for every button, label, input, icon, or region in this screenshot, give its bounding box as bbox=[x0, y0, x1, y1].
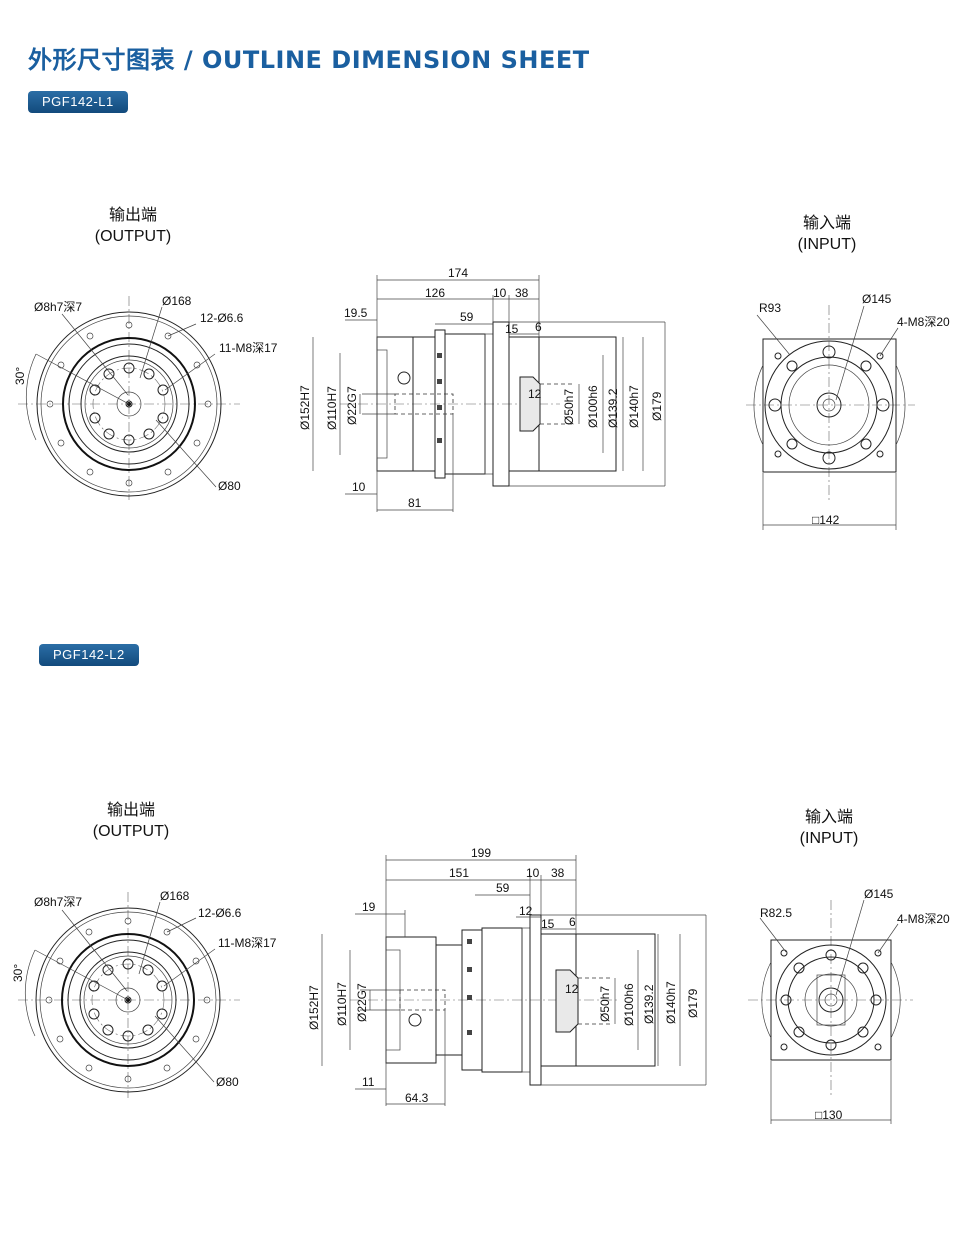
output-label-cn: 输出端 bbox=[106, 802, 155, 819]
model-badge-l1: PGF142-L1 bbox=[28, 91, 128, 113]
input-label-cn: 输入端 bbox=[804, 809, 853, 826]
dim-10b: 10 bbox=[352, 480, 366, 494]
input-label-en: (INPUT) bbox=[799, 830, 859, 847]
dim-12: 12 bbox=[528, 387, 542, 401]
input-view: R93 Ø145 4-M8深20 □142 bbox=[746, 292, 950, 530]
dim-10: 10 bbox=[526, 866, 540, 880]
dim-126: 126 bbox=[425, 286, 445, 300]
dim-10: 10 bbox=[493, 286, 507, 300]
output-label-cn: 输出端 bbox=[108, 207, 157, 224]
dim-holes: 12-Ø6.6 bbox=[200, 311, 244, 325]
dim-total: 174 bbox=[448, 266, 468, 280]
dim-inner: Ø80 bbox=[216, 1075, 239, 1089]
output-front-view: Ø8h7深7 Ø168 12-Ø6.6 11-M8深17 Ø80 30° bbox=[13, 294, 278, 500]
dim-195: 19.5 bbox=[344, 306, 368, 320]
dim-d152: Ø152H7 bbox=[307, 985, 321, 1030]
output-label-l1: 输出端 (OUTPUT) bbox=[78, 205, 188, 247]
input-label-l1: 输入端 (INPUT) bbox=[772, 213, 882, 255]
dim-d179: Ø179 bbox=[686, 988, 700, 1018]
output-label-en: (OUTPUT) bbox=[94, 228, 172, 245]
dim-d50: Ø50h7 bbox=[598, 986, 612, 1022]
input-label-cn: 输入端 bbox=[802, 215, 851, 232]
input-view: R82.5 Ø145 4-M8深20 □130 bbox=[748, 887, 950, 1124]
dim-643: 64.3 bbox=[405, 1091, 429, 1105]
dim-38: 38 bbox=[515, 286, 529, 300]
dim-151: 151 bbox=[449, 866, 469, 880]
dim-d139: Ø139.2 bbox=[642, 984, 656, 1024]
dim-d100: Ø100h6 bbox=[622, 983, 636, 1026]
dim-inner: Ø80 bbox=[218, 479, 241, 493]
dim-square: □130 bbox=[815, 1108, 843, 1122]
dim-59: 59 bbox=[460, 310, 474, 324]
dim-pin: Ø8h7深7 bbox=[34, 895, 82, 909]
dim-pcd: Ø145 bbox=[862, 292, 892, 306]
dim-d22: Ø22G7 bbox=[345, 386, 359, 425]
dim-d50: Ø50h7 bbox=[562, 389, 576, 425]
output-label-en: (OUTPUT) bbox=[92, 823, 170, 840]
dim-radius: R93 bbox=[759, 301, 781, 315]
dim-11: 11 bbox=[362, 1075, 375, 1089]
dim-19: 19 bbox=[362, 900, 376, 914]
dim-12-top: 12 bbox=[519, 904, 533, 918]
dim-pcd: Ø145 bbox=[864, 887, 894, 901]
dim-6: 6 bbox=[535, 320, 542, 334]
dim-38: 38 bbox=[551, 866, 565, 880]
model-badge-l2: PGF142-L2 bbox=[39, 644, 139, 666]
side-view: 174 126 10 38 19.5 59 15 6 12 10 81 Ø152… bbox=[298, 266, 666, 512]
dim-total: 199 bbox=[471, 846, 491, 860]
dim-pcd: Ø168 bbox=[162, 294, 192, 308]
dim-d110: Ø110H7 bbox=[335, 982, 349, 1026]
dim-d22: Ø22G7 bbox=[355, 983, 369, 1022]
dim-81: 81 bbox=[408, 496, 422, 510]
dim-59: 59 bbox=[496, 881, 510, 895]
dim-tap: 11-M8深17 bbox=[219, 341, 278, 355]
dim-d140: Ø140h7 bbox=[627, 385, 641, 428]
dim-holes: 12-Ø6.6 bbox=[198, 906, 242, 920]
dim-angle: 30° bbox=[11, 964, 25, 982]
input-label-l2: 输入端 (INPUT) bbox=[774, 807, 884, 849]
output-label-l2: 输出端 (OUTPUT) bbox=[76, 800, 186, 842]
dim-tap: 4-M8深20 bbox=[897, 315, 950, 329]
dim-square: □142 bbox=[812, 513, 840, 527]
dim-pcd: Ø168 bbox=[160, 889, 190, 903]
dim-d179: Ø179 bbox=[650, 391, 664, 421]
dim-pin: Ø8h7深7 bbox=[34, 300, 82, 314]
dim-d140: Ø140h7 bbox=[664, 981, 678, 1024]
dim-tap: 11-M8深17 bbox=[218, 936, 277, 950]
page-title: 外形尺寸图表 / OUTLINE DIMENSION SHEET bbox=[28, 46, 590, 74]
dim-d139: Ø139.2 bbox=[606, 388, 620, 428]
dim-15: 15 bbox=[505, 322, 519, 336]
dim-15: 15 bbox=[541, 917, 555, 931]
dim-d110: Ø110H7 bbox=[325, 386, 339, 430]
dim-angle: 30° bbox=[13, 367, 27, 385]
side-view: 199 151 10 38 19 59 12 15 6 12 11 64.3 Ø… bbox=[307, 846, 707, 1106]
dim-d152: Ø152H7 bbox=[298, 385, 312, 430]
dim-6: 6 bbox=[569, 915, 576, 929]
dim-d100: Ø100h6 bbox=[586, 385, 600, 428]
dim-12: 12 bbox=[565, 982, 579, 996]
output-front-view: Ø8h7深7 Ø168 12-Ø6.6 11-M8深17 Ø80 30° bbox=[11, 889, 277, 1098]
input-label-en: (INPUT) bbox=[797, 236, 857, 253]
dim-radius: R82.5 bbox=[760, 906, 792, 920]
dim-tap: 4-M8深20 bbox=[897, 912, 950, 926]
